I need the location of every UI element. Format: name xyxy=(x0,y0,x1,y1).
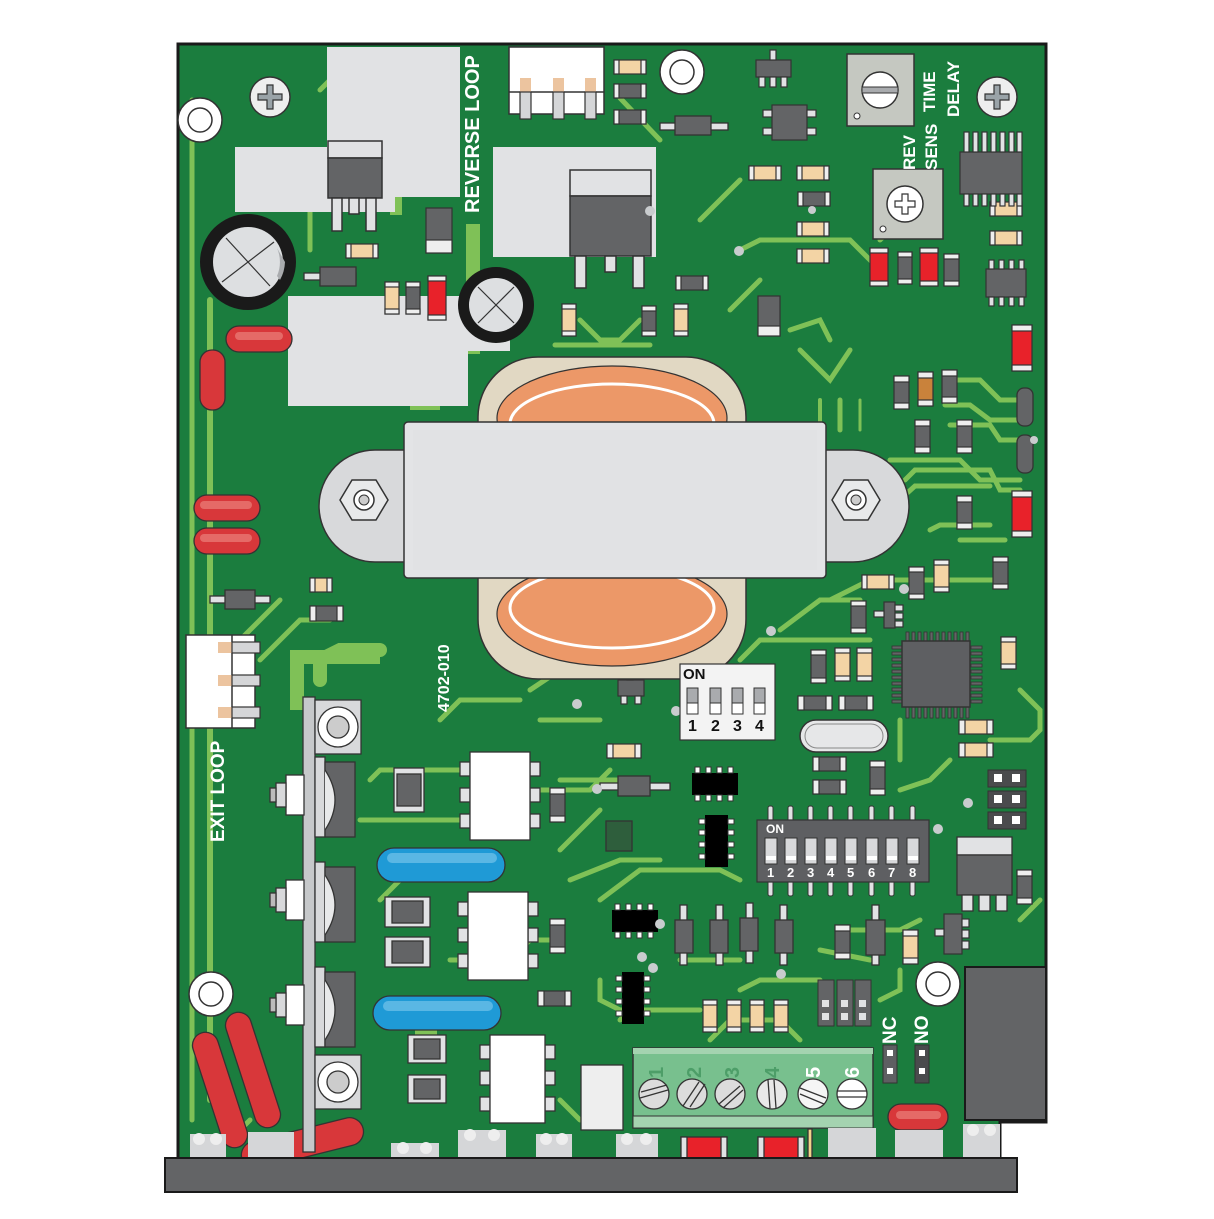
terminal-4-label: 4 xyxy=(762,1066,784,1078)
rev-label: REV xyxy=(900,135,919,170)
dip4-on-text: ON xyxy=(683,666,706,683)
electrolytic-capacitor xyxy=(200,214,296,310)
rev-sens-potentiometer xyxy=(872,168,944,240)
dip-switch-8 xyxy=(756,805,930,897)
dip8-pos-5: 5 xyxy=(847,865,855,880)
mounting-holes xyxy=(177,49,961,1017)
terminal-5-label: 5 xyxy=(803,1066,825,1078)
screw-icons xyxy=(249,76,1018,118)
exit-loop-connector xyxy=(185,634,261,729)
dip8-pos-7: 7 xyxy=(888,865,896,880)
dip4-pos-4: 4 xyxy=(755,718,764,735)
time-label: TIME xyxy=(920,71,939,112)
terminal-block xyxy=(632,1047,874,1129)
dip8-pos-1: 1 xyxy=(767,865,775,880)
dip8-pos-8: 8 xyxy=(909,865,917,880)
terminal-1-label: 1 xyxy=(646,1066,668,1078)
nc-label: NC xyxy=(880,1016,901,1044)
sot223-regulator xyxy=(956,836,1013,912)
vias xyxy=(572,206,1038,979)
base-plate xyxy=(164,1157,1018,1193)
transformer xyxy=(318,356,910,680)
power-regulator xyxy=(569,169,652,289)
delay-label: DELAY xyxy=(944,60,963,117)
dip8-on-text: ON xyxy=(766,822,784,836)
exit-loop-label: EXIT LOOP xyxy=(208,740,229,842)
dip4-pos-1: 1 xyxy=(688,718,697,735)
dip4-pos-3: 3 xyxy=(733,718,742,735)
ic-chips xyxy=(617,49,1027,955)
optocouplers xyxy=(457,751,624,1131)
dip-switch-4 xyxy=(679,663,776,741)
soic-chips xyxy=(612,766,738,1024)
smd-components xyxy=(309,59,1033,1033)
dip8-pos-6: 6 xyxy=(868,865,876,880)
terminal-3-label: 3 xyxy=(722,1066,744,1078)
dip8-pos-2: 2 xyxy=(787,865,795,880)
sens-label: SENS xyxy=(922,123,941,170)
dip4-pos-2: 2 xyxy=(711,718,720,735)
electrolytic-capacitor xyxy=(458,267,534,343)
edge-pads xyxy=(190,1124,1000,1160)
dip8-pos-4: 4 xyxy=(827,865,835,880)
no-label: NO xyxy=(912,1015,933,1045)
reverse-loop-connector xyxy=(508,46,605,120)
time-delay-potentiometer xyxy=(846,53,915,127)
output-relay xyxy=(964,966,1047,1121)
varistor-highlights xyxy=(200,332,941,1119)
dip8-pos-3: 3 xyxy=(807,865,815,880)
film-capacitors xyxy=(372,847,506,1031)
transistors xyxy=(1016,387,1034,474)
microcontroller-chip xyxy=(891,631,983,719)
terminal-6-label: 6 xyxy=(842,1066,864,1078)
relay-bracket xyxy=(269,696,362,1153)
diodes xyxy=(209,115,886,966)
terminal-2-label: 2 xyxy=(684,1066,706,1078)
part-number-label: 4702-010 xyxy=(436,644,453,712)
voltage-regulator xyxy=(327,140,383,232)
nc-no-jumpers xyxy=(882,1044,930,1084)
jumper-headers xyxy=(817,769,1027,1027)
reverse-loop-label: REVERSE LOOP xyxy=(462,55,484,213)
crystal-oscillator xyxy=(799,719,889,753)
inductors xyxy=(384,767,633,1104)
